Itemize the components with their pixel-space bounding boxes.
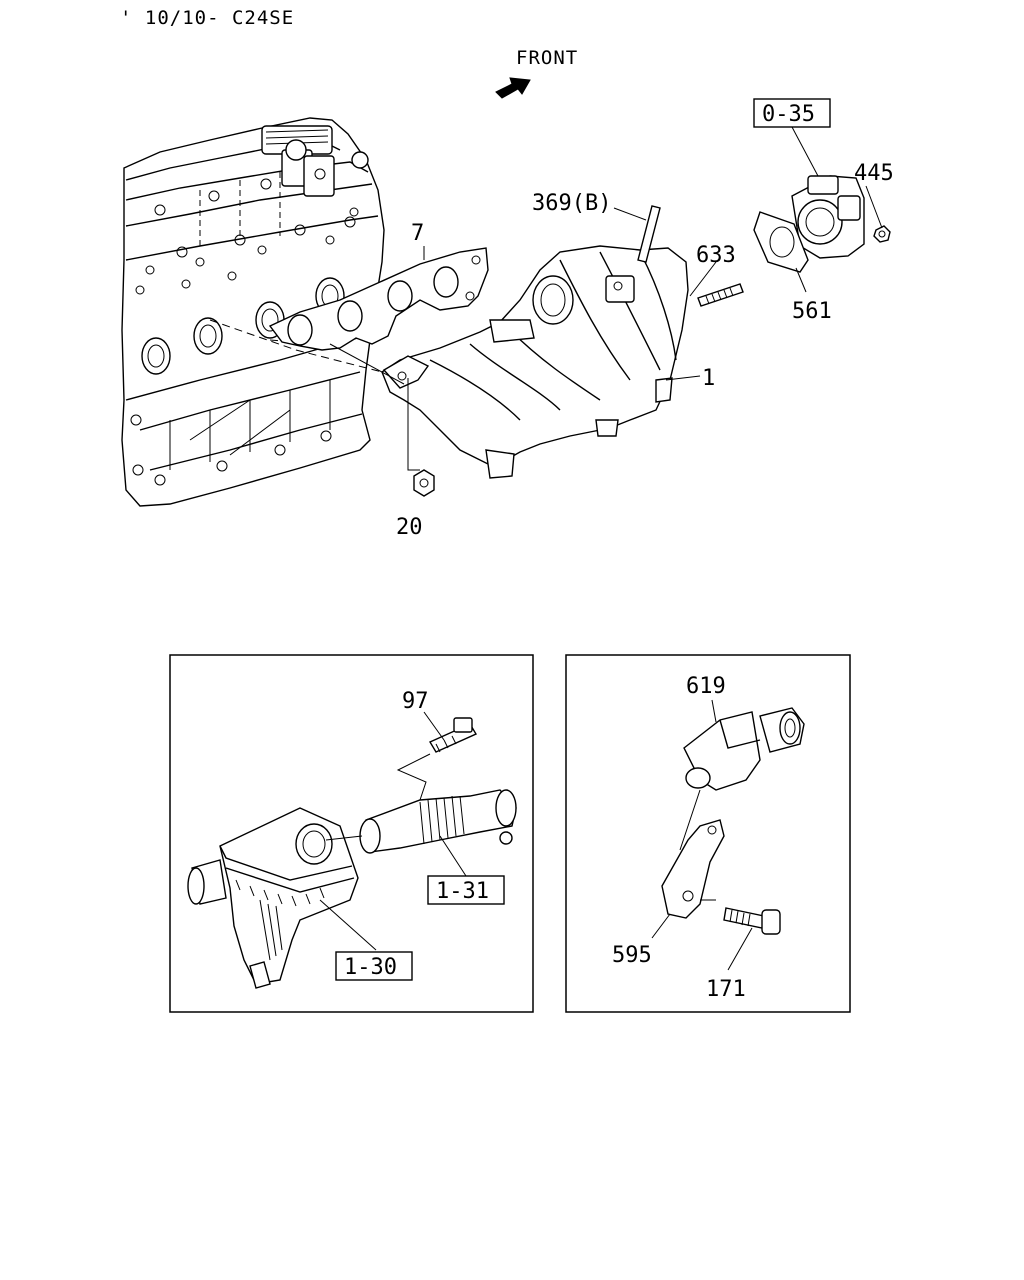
inset-map-sensor-panel <box>565 654 851 1013</box>
front-label: FRONT <box>516 47 578 69</box>
callout-595: 595 <box>612 943 652 968</box>
callout-1: 1 <box>702 366 715 391</box>
callout-97: 97 <box>402 689 429 714</box>
leader-lines-right-inset <box>651 699 753 971</box>
leader-lines-left-inset <box>319 711 467 951</box>
callout-445: 445 <box>854 161 894 186</box>
map-sensor-619 <box>683 707 805 791</box>
callout-1-31-label: 1-31 <box>436 879 489 904</box>
callout-619: 619 <box>686 674 726 699</box>
callout-561: 561 <box>792 299 832 324</box>
stud-633 <box>697 283 744 307</box>
inset-air-intake-panel <box>169 654 534 1013</box>
intake-duct <box>359 789 517 854</box>
intake-manifold-gasket <box>268 247 489 351</box>
callout-0-35-label: 0-35 <box>762 102 815 127</box>
sensor-97 <box>428 717 478 753</box>
callout-0-35: 0-35 <box>753 98 831 128</box>
air-cleaner-box <box>187 807 359 989</box>
callout-1-30-label: 1-30 <box>344 955 397 980</box>
bolt-171 <box>723 907 781 935</box>
callout-171: 171 <box>706 977 746 1002</box>
nut-445 <box>873 225 891 243</box>
engine-block <box>121 117 391 507</box>
callout-369b: 369(B) <box>532 191 611 216</box>
diagram-title: ' 10/10- C24SE <box>120 7 294 29</box>
callout-1-30: 1-30 <box>335 951 413 981</box>
callout-633: 633 <box>696 243 736 268</box>
callout-7: 7 <box>411 221 424 246</box>
stud-369b <box>637 205 661 263</box>
leader-lines-top <box>329 126 883 471</box>
bracket-595 <box>661 819 725 919</box>
callout-20: 20 <box>396 515 423 540</box>
throttle-body <box>791 175 865 259</box>
intake-manifold <box>381 245 689 479</box>
throttle-gasket <box>753 211 809 273</box>
nut-20 <box>413 469 435 497</box>
front-arrow-icon <box>495 77 531 99</box>
callout-1-31: 1-31 <box>427 875 505 905</box>
